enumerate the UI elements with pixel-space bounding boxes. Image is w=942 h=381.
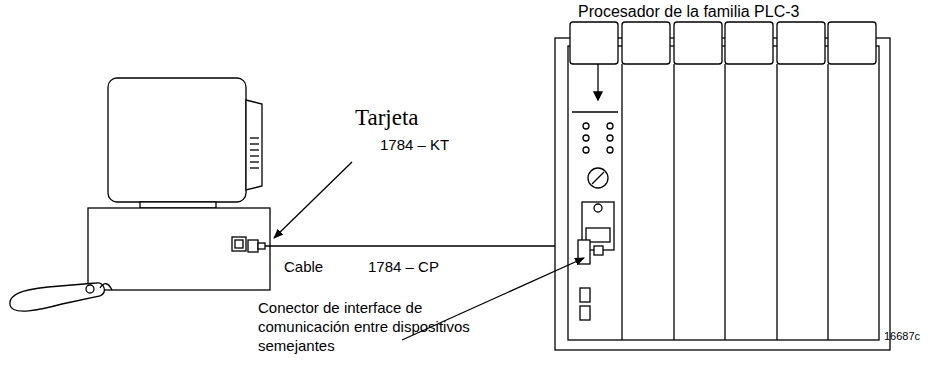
computer — [10, 78, 270, 311]
leader-arrow — [274, 162, 352, 238]
processor-title: Procesador de la familia PLC-3 — [578, 2, 799, 21]
cable-line — [265, 245, 578, 246]
connector-note: Conector de interface de comunicación en… — [258, 298, 498, 355]
part-number: 1784 – CP — [368, 258, 439, 276]
plc-chassis — [555, 22, 890, 350]
part-number: 1784 – KT — [380, 136, 449, 154]
cable-label: Cable — [284, 258, 323, 276]
card-label: Tarjeta — [355, 104, 419, 132]
figure-number: 16687c — [884, 330, 920, 343]
